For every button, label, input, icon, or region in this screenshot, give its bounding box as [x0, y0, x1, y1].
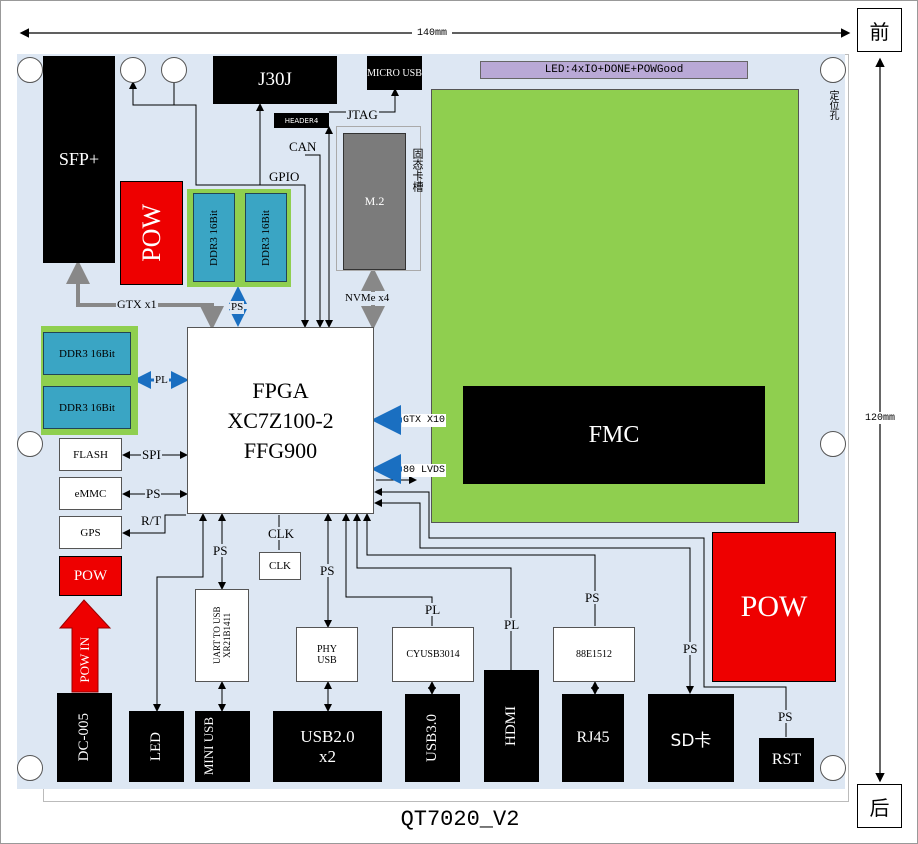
clk-label: CLK [267, 526, 295, 541]
ddr3-left-2: DDR3 16Bit [43, 386, 131, 429]
ps-eth-label: PS [584, 590, 601, 605]
m2-note: 固态卡槽 [411, 148, 424, 192]
mounting-hole [820, 57, 846, 83]
ddr3-top-2: DDR3 16Bit [245, 193, 287, 282]
pl-hdmi-label: PL [503, 617, 521, 632]
dc005-label: DC-005 [76, 713, 92, 762]
micro-usb-block: MICRO USB [367, 56, 422, 90]
fmc-block: FMC [463, 386, 765, 484]
width-dimension-label: 140mm [412, 27, 452, 39]
usb2-connector: USB2.0 x2 [273, 711, 382, 782]
uart-usb-block: UART TO USB XR21B1411 [195, 589, 249, 682]
ps-ddr-label: PS [230, 301, 245, 314]
jtag-label: JTAG [346, 107, 379, 122]
led-connector: LED [129, 711, 184, 782]
ddr3-top-1-label: DDR3 16Bit [208, 209, 220, 266]
pow-right-block: POW [712, 532, 836, 682]
pl-cyusb-label: PL [424, 602, 442, 617]
fpga-chip: FPGA XC7Z100-2 FFG900 [187, 327, 374, 514]
mounting-hole [161, 57, 187, 83]
m2-slot-area [336, 126, 421, 271]
mounting-hole [120, 57, 146, 83]
mini-usb-label: MINI USB [200, 717, 216, 776]
pow-in-text: POW IN [77, 637, 92, 683]
flash-block: FLASH [59, 438, 122, 471]
pow-left-block: POW [59, 556, 122, 596]
sfp-block: SFP+ [43, 56, 115, 263]
ps-sd-label: PS [682, 641, 699, 656]
ps-uart-label: PS [212, 543, 229, 558]
ps-emmc-label: PS [145, 486, 162, 501]
height-dimension-label: 120mm [862, 412, 898, 424]
fpga-line-2: XC7Z100-2 [227, 407, 334, 433]
sd-connector: SD卡 [648, 694, 734, 782]
ps-rst-label: PS [777, 709, 794, 724]
m2-block: M.2 [343, 133, 406, 270]
mounting-hole [17, 431, 43, 457]
uart-usb-label: UART TO USB XR21B1411 [212, 606, 232, 665]
mini-usb-connector: MINI USB [195, 711, 250, 782]
mounting-hole [17, 57, 43, 83]
mounting-hole [820, 431, 846, 457]
j30j-block: J30J [213, 56, 337, 104]
fpga-line-3: FFG900 [243, 437, 318, 463]
led-conn-label: LED [148, 731, 164, 762]
locator-label: 定位孔 [825, 90, 840, 120]
led-bar: LED:4xIO+DONE+POWGood [480, 61, 748, 79]
pow-top-block: POW [120, 181, 183, 285]
spi-label: SPI [141, 447, 162, 462]
ddr3-top-1: DDR3 16Bit [193, 193, 235, 282]
ddr3-left-1: DDR3 16Bit [43, 332, 131, 375]
rt-label: R/T [140, 513, 163, 528]
dc005-connector: DC-005 [57, 693, 112, 782]
gps-block: GPS [59, 516, 122, 549]
usb3-connector: USB3.0 [405, 694, 460, 782]
gpio-label: GPIO [268, 169, 301, 184]
cyusb-block: CYUSB3014 [392, 627, 474, 682]
hdmi-label: HDMI [503, 706, 519, 746]
fpga-line-1: FPGA [252, 377, 309, 403]
usb3-label: USB3.0 [424, 714, 440, 762]
pl-ddr-label: PL [154, 374, 169, 387]
can-label: CAN [288, 139, 318, 154]
locator-text: 定位孔 [827, 90, 838, 120]
eth-phy-block: 88E1512 [553, 627, 635, 682]
board-title: QT7020_V2 [400, 806, 520, 832]
gtx10-label: GTX X10 [402, 414, 447, 427]
pow-top-label: POW [136, 204, 166, 262]
ps-phy-label: PS [319, 563, 336, 578]
header4-block: HEADER4 [274, 113, 329, 128]
mounting-hole [820, 755, 846, 781]
phy-usb-block: PHY USB [296, 627, 358, 682]
pow-in-label: POW IN [72, 628, 98, 692]
clk-block: CLK [259, 552, 301, 580]
mounting-hole [17, 755, 43, 781]
front-label: 前 [857, 8, 902, 52]
rst-button: RST [759, 738, 814, 782]
pow-in-arrow [58, 599, 112, 693]
emmc-block: eMMC [59, 477, 122, 510]
rj45-connector: RJ45 [562, 694, 624, 782]
lvds-label: 80 LVDS [402, 464, 447, 477]
ddr3-top-2-label: DDR3 16Bit [260, 209, 272, 266]
back-label: 后 [857, 784, 902, 828]
nvme-label: NVMe x4 [344, 292, 391, 305]
hdmi-connector: HDMI [484, 670, 539, 782]
gtx1-label: GTX x1 [116, 297, 158, 311]
